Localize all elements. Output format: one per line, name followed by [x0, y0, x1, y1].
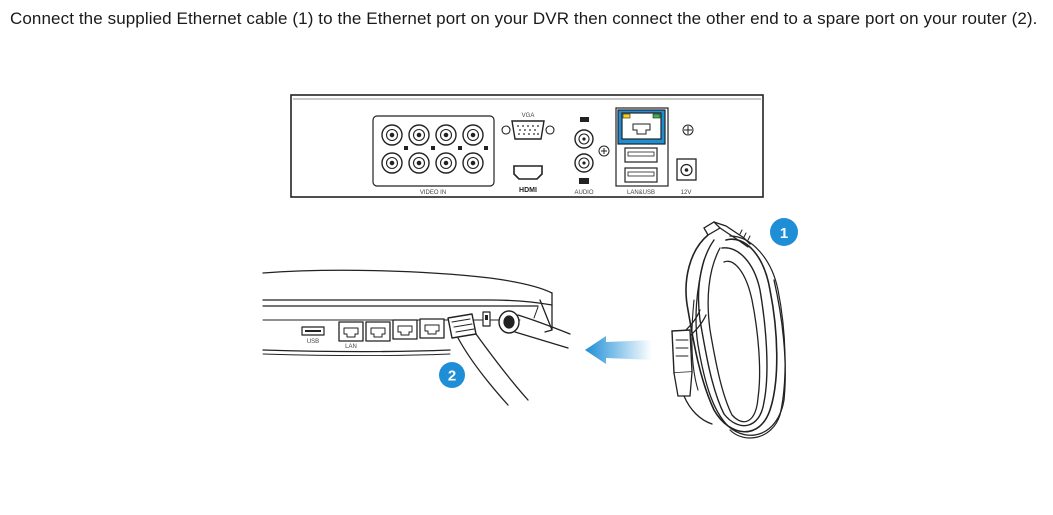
vga-label: VGA — [522, 113, 535, 119]
lan-usb-label: LAN&USB — [627, 190, 655, 196]
power-label: 12V — [681, 190, 692, 196]
router-plugged-cable — [447, 313, 529, 406]
callout-2-label: 2 — [448, 368, 456, 385]
router: USB LAN — [262, 269, 571, 406]
video-in-label: VIDEO IN — [420, 190, 446, 196]
hdmi-label: HDMI — [519, 187, 537, 194]
router-usb-label: USB — [307, 339, 319, 345]
ethernet-cable-coil — [671, 221, 786, 439]
callout-badge-1: 1 — [770, 218, 798, 246]
callout-badge-2: 2 — [439, 362, 465, 388]
power-port: 12V — [676, 124, 697, 196]
dvr-rear-panel: VIDEO IN VGA HDMI — [290, 94, 764, 198]
hdmi-port: HDMI — [513, 165, 543, 194]
video-in-ports: VIDEO IN — [372, 115, 495, 196]
callout-1-label: 1 — [780, 225, 788, 242]
lan-usb-ports: LAN&USB — [615, 107, 669, 196]
direction-arrow — [585, 336, 652, 364]
router-port-label: LAN — [345, 344, 357, 350]
audio-label: AUDIO — [574, 190, 593, 196]
instruction-text: Connect the supplied Ethernet cable (1) … — [10, 9, 1038, 28]
router-lan-ports: LAN — [338, 318, 445, 350]
audio-ports: AUDIO — [574, 117, 610, 196]
router-power-plug — [498, 310, 571, 349]
vga-port: VGA — [501, 113, 555, 140]
